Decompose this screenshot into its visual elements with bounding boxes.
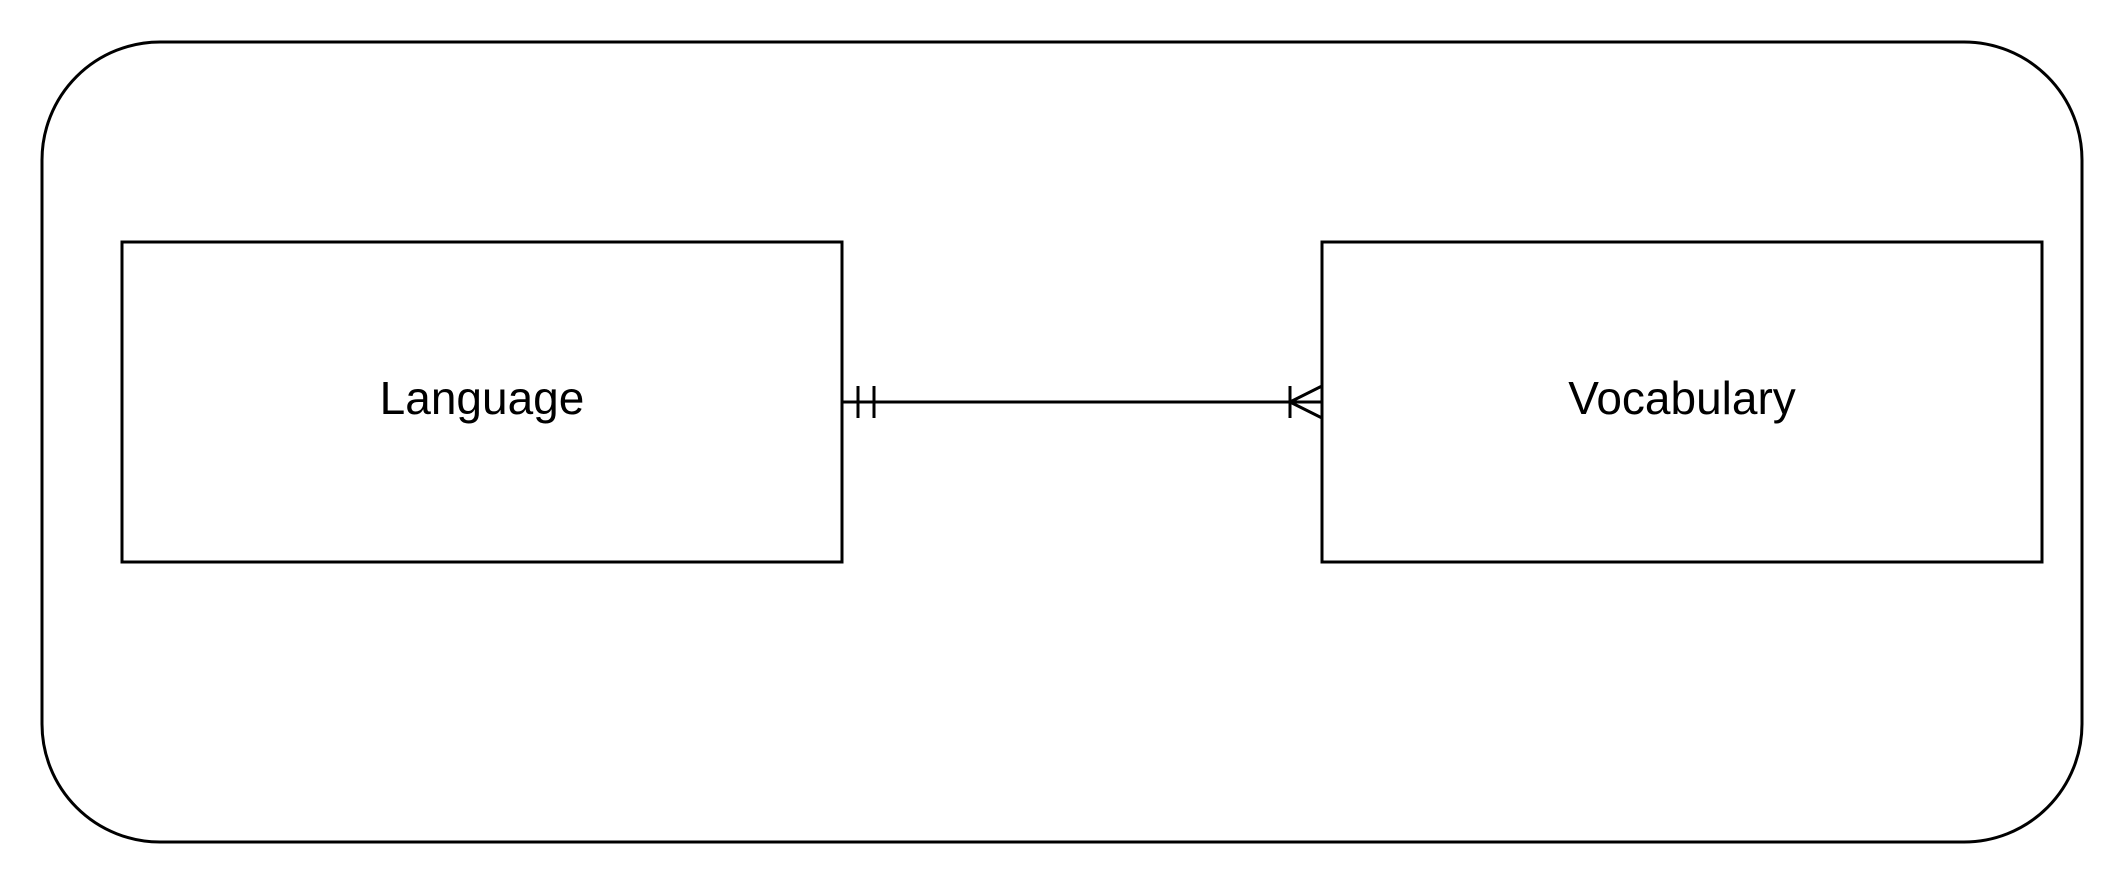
relationship-language-vocabulary[interactable] bbox=[842, 384, 1323, 420]
entity-vocabulary-label: Vocabulary bbox=[1568, 372, 1796, 424]
entity-language-label: Language bbox=[380, 372, 585, 424]
entity-language-box bbox=[120, 240, 844, 564]
cardinality-exactly-one-marker bbox=[856, 386, 876, 418]
entity-vocabulary-box bbox=[1320, 240, 2044, 564]
entity-vocabulary[interactable]: Vocabulary bbox=[1320, 240, 2044, 564]
entity-language[interactable]: Language bbox=[120, 240, 844, 564]
cardinality-one-or-many-marker bbox=[1288, 384, 1323, 420]
